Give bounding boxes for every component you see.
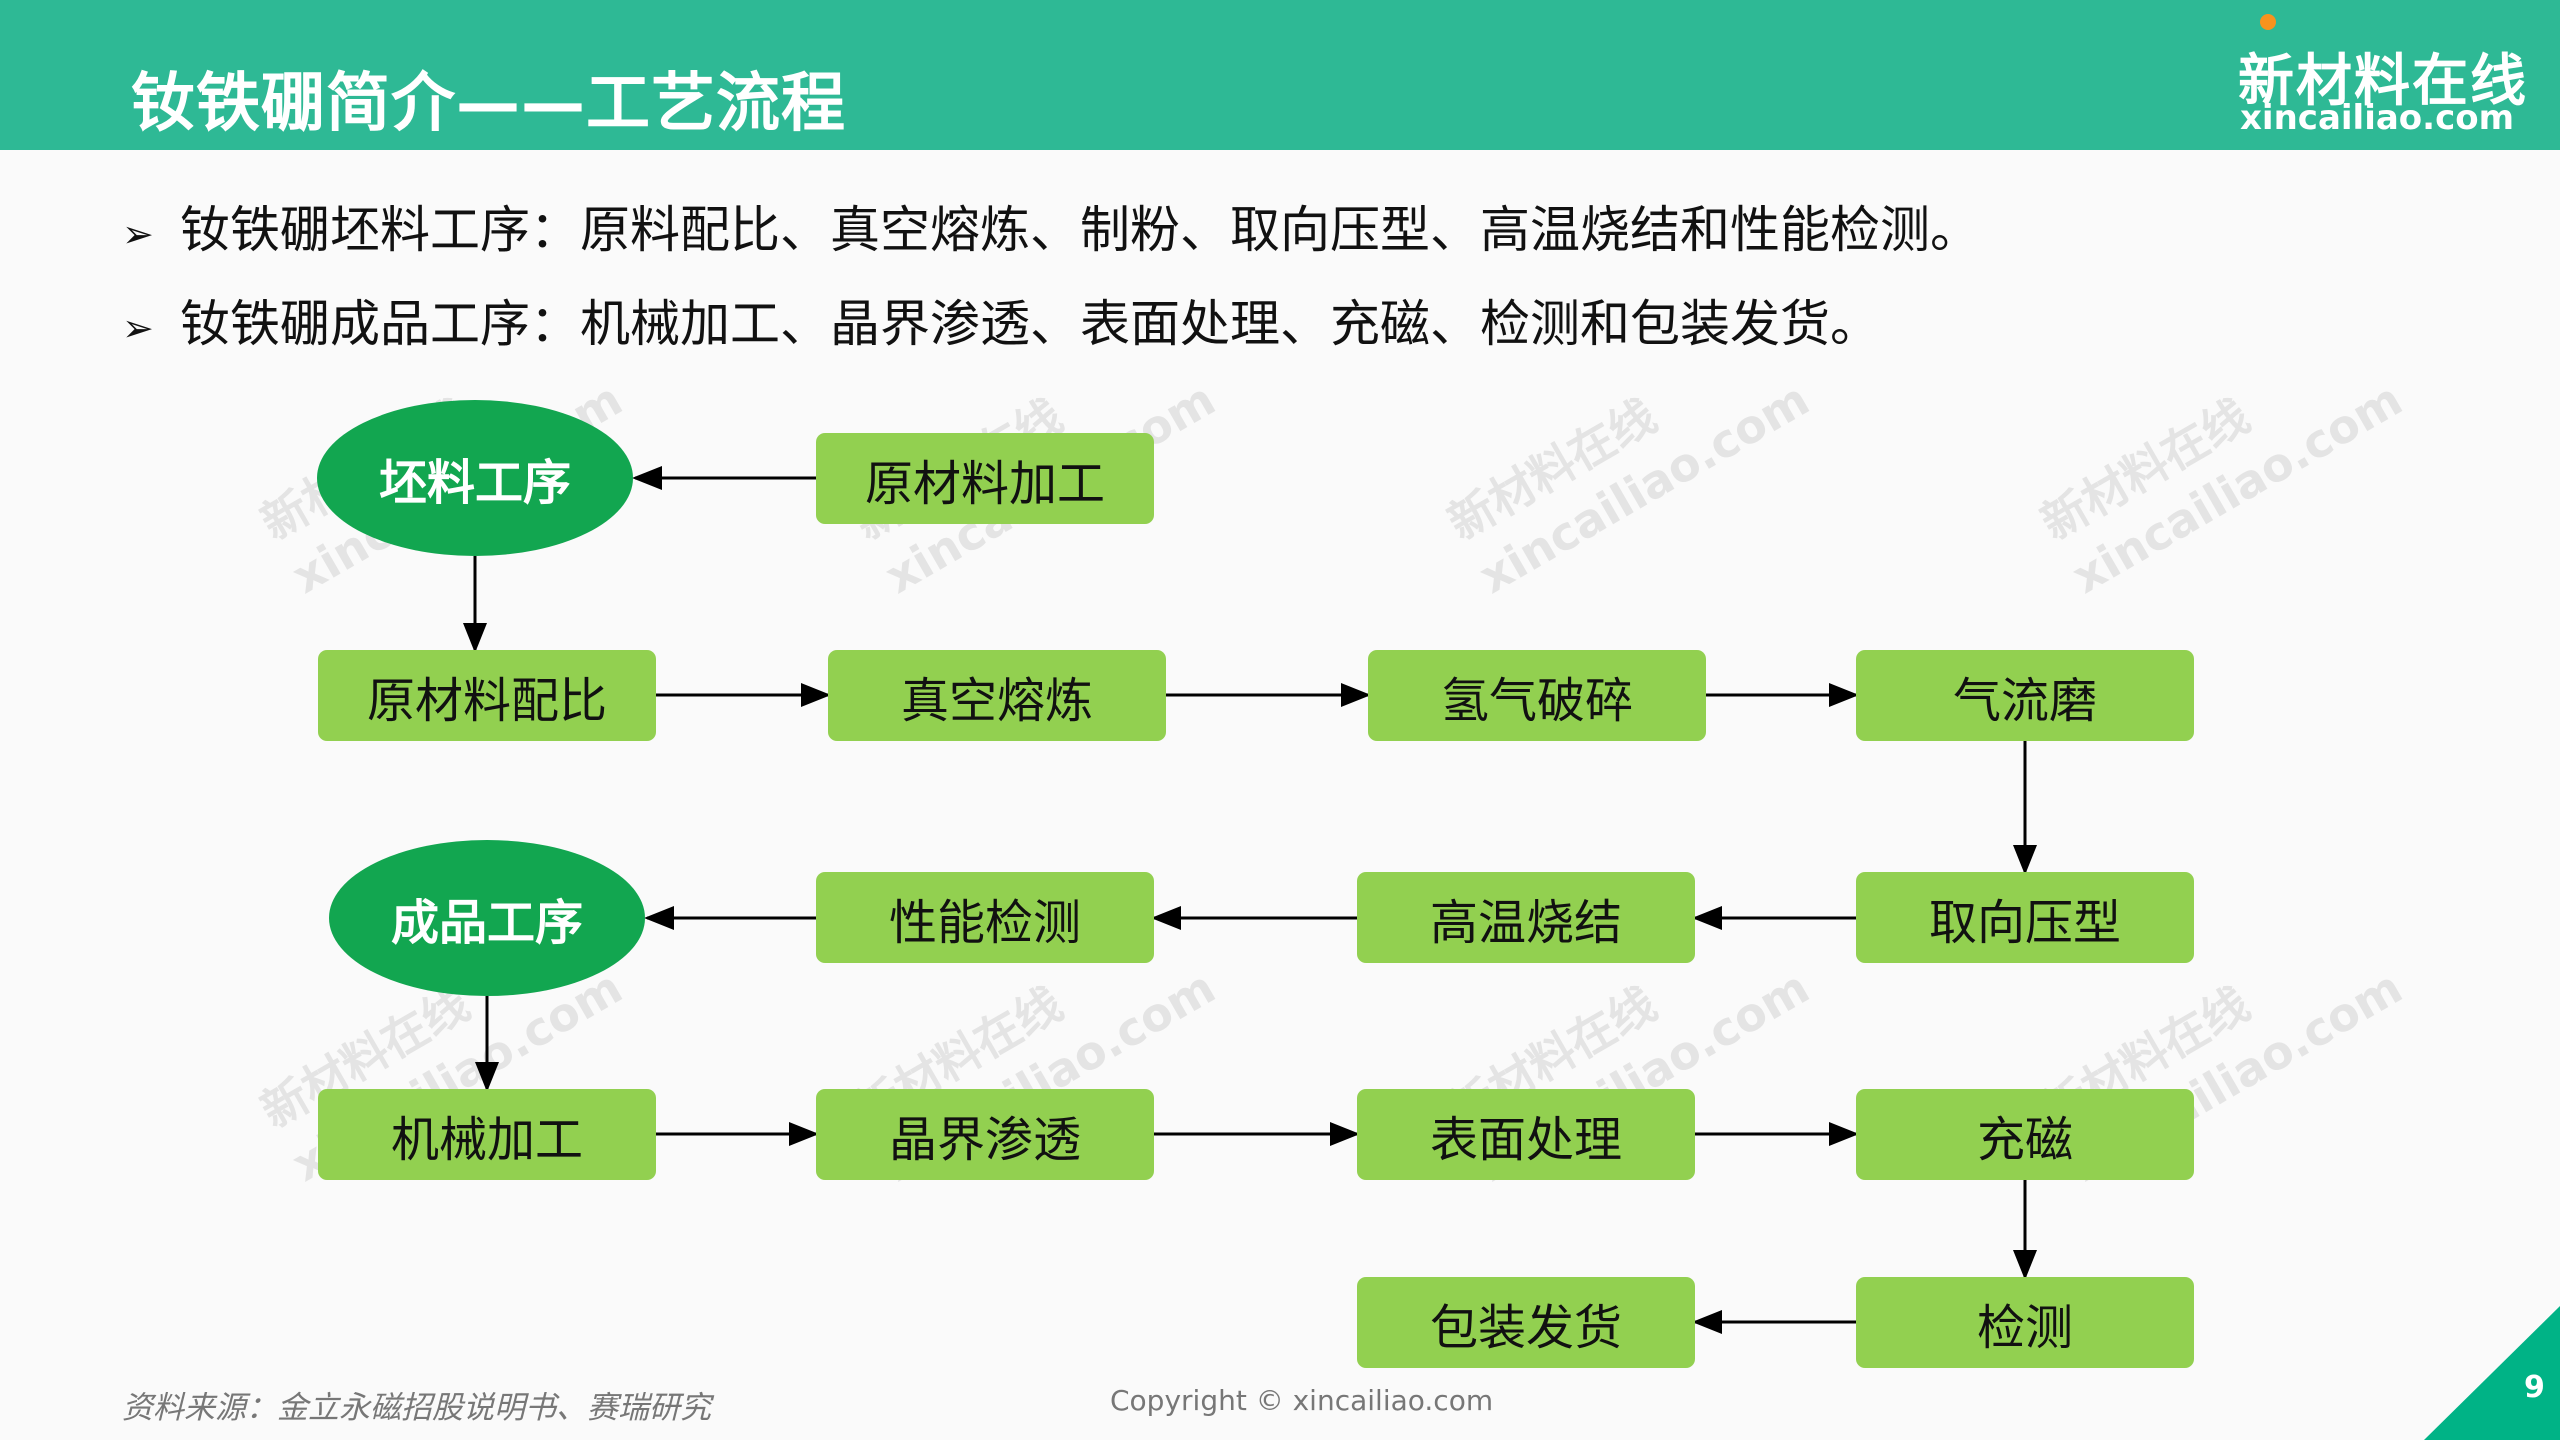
page-title: 钕铁硼简介——工艺流程 xyxy=(131,67,846,141)
step-final-testing: 检测 xyxy=(1856,1277,2194,1368)
step-surface: 表面处理 xyxy=(1357,1089,1695,1180)
copyright: Copyright © xincailiao.com xyxy=(1110,1384,1494,1417)
step-magnetize: 充磁 xyxy=(1856,1089,2194,1180)
stage-finished: 成品工序 xyxy=(329,840,645,996)
logo-text-en: xincailiao.com xyxy=(2240,98,2515,138)
step-raw-processing: 原材料加工 xyxy=(816,433,1154,524)
step-packaging: 包装发货 xyxy=(1357,1277,1695,1368)
step-ratio: 原材料配比 xyxy=(318,650,656,741)
logo: 新材料在线 xincailiao.com xyxy=(2238,14,2538,138)
step-diffusion: 晶界渗透 xyxy=(816,1089,1154,1180)
bullet-text: 钕铁硼成品工序：机械加工、晶界渗透、表面处理、充磁、检测和包装发货。 xyxy=(180,295,1880,353)
step-sintering: 高温烧结 xyxy=(1357,872,1695,963)
source-note: 资料来源：金立永磁招股说明书、赛瑞研究 xyxy=(122,1390,711,1426)
page-number: 9 xyxy=(2524,1370,2545,1405)
bullet-arrow-icon: ➢ xyxy=(122,212,154,256)
bullet-finished-process: ➢ 钕铁硼成品工序：机械加工、晶界渗透、表面处理、充磁、检测和包装发货。 xyxy=(122,284,1880,356)
bullet-text: 钕铁硼坯料工序：原料配比、真空熔炼、制粉、取向压型、高温烧结和性能检测。 xyxy=(180,201,1980,259)
header-bar: 钕铁硼简介——工艺流程 新材料在线 xincailiao.com xyxy=(0,0,2560,150)
logo-text-cn: 新材料在线 xyxy=(2238,49,2528,114)
step-jetmill: 气流磨 xyxy=(1856,650,2194,741)
step-hydrogen: 氢气破碎 xyxy=(1368,650,1706,741)
logo-sun-icon xyxy=(2260,14,2276,30)
step-testing: 性能检测 xyxy=(816,872,1154,963)
bullet-arrow-icon: ➢ xyxy=(122,306,154,350)
stage-blank: 坯料工序 xyxy=(317,400,633,556)
step-pressing: 取向压型 xyxy=(1856,872,2194,963)
step-vacuum: 真空熔炼 xyxy=(828,650,1166,741)
bullet-blank-process: ➢ 钕铁硼坯料工序：原料配比、真空熔炼、制粉、取向压型、高温烧结和性能检测。 xyxy=(122,190,1980,262)
step-machining: 机械加工 xyxy=(318,1089,656,1180)
